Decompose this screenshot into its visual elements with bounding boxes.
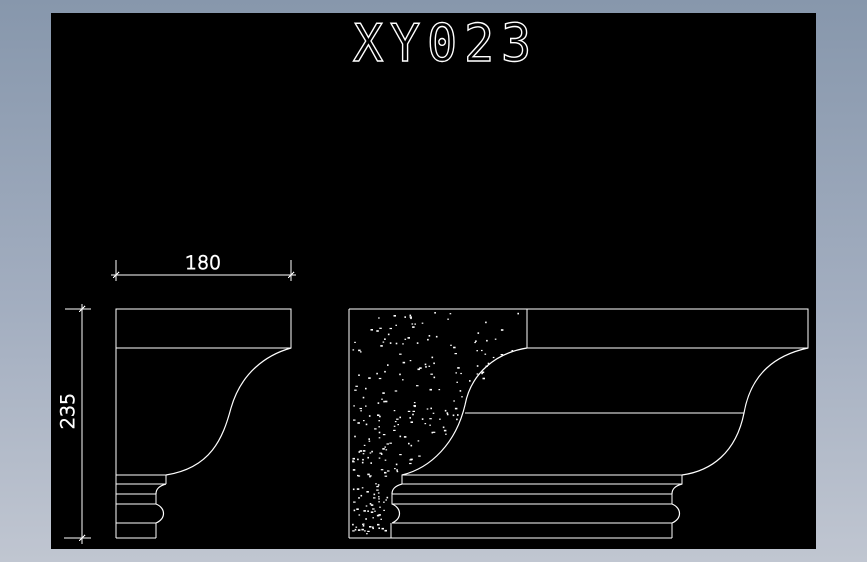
height-dimension-label: 235 [57,393,79,429]
drawing-svg: XY023 [57,13,809,544]
concrete-hatch-pattern [352,312,519,535]
dimension-width [111,260,296,281]
dimension-height [64,304,91,544]
drawing-title: XY023 [353,14,538,74]
width-dimension-label: 180 [185,252,221,274]
cad-drawing-canvas[interactable]: XY023 [51,13,816,549]
side-view-profile [115,308,292,539]
front-view-profile [348,308,809,539]
